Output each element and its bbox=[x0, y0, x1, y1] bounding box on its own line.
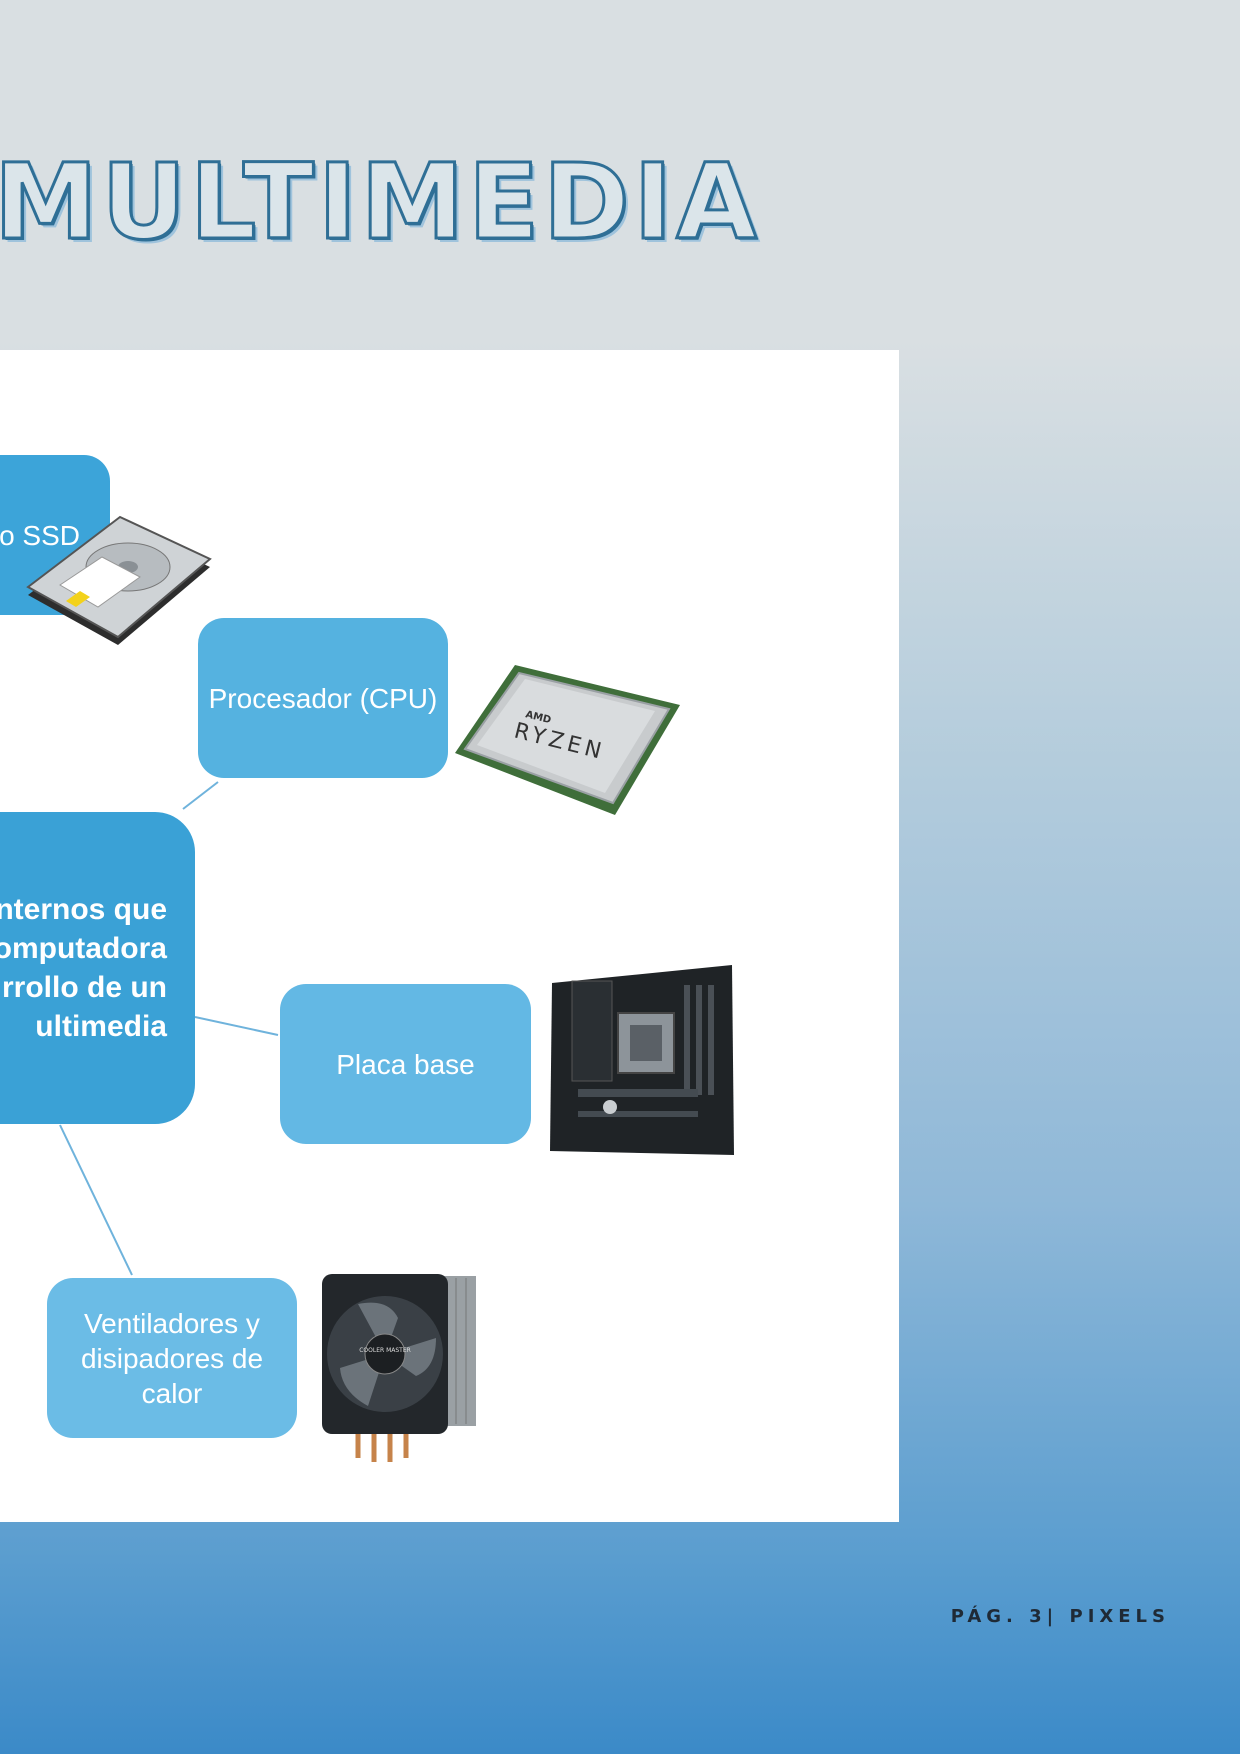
connector-placa bbox=[194, 1016, 279, 1036]
node-cpu: Procesador (CPU) bbox=[198, 618, 448, 778]
node-ventiladores: Ventiladores y disipadores de calor bbox=[47, 1278, 297, 1438]
node-placa-label: Placa base bbox=[336, 1048, 475, 1080]
connector-vent bbox=[59, 1124, 133, 1276]
hard-drive-icon bbox=[26, 515, 212, 645]
connector-lines bbox=[59, 781, 279, 1276]
node-ssd-label: o SSD bbox=[0, 519, 80, 551]
concept-diagram: o SSD Procesador (CPU) AMD RYZEN interno… bbox=[0, 350, 899, 1522]
node-cpu-label: Procesador (CPU) bbox=[208, 682, 438, 714]
node-central-label: internos que omputadora rrollo de un ult… bbox=[0, 893, 167, 1043]
cpu-cooler-fan-icon: COOLER MASTER bbox=[322, 1274, 476, 1462]
connector-cpu bbox=[182, 781, 219, 810]
page-title: MULTIMEDIA bbox=[0, 141, 761, 263]
cpu-processor-icon: AMD RYZEN bbox=[455, 665, 680, 815]
motherboard-icon bbox=[550, 965, 734, 1155]
node-placa-base: Placa base bbox=[280, 984, 531, 1144]
page-number: PÁG. 3| PIXELS bbox=[950, 1606, 1170, 1627]
node-central: internos que omputadora rrollo de un ult… bbox=[0, 812, 195, 1124]
fan-brand-text: COOLER MASTER bbox=[359, 1347, 411, 1354]
node-vent-label: Ventiladores y disipadores de calor bbox=[80, 1307, 264, 1409]
